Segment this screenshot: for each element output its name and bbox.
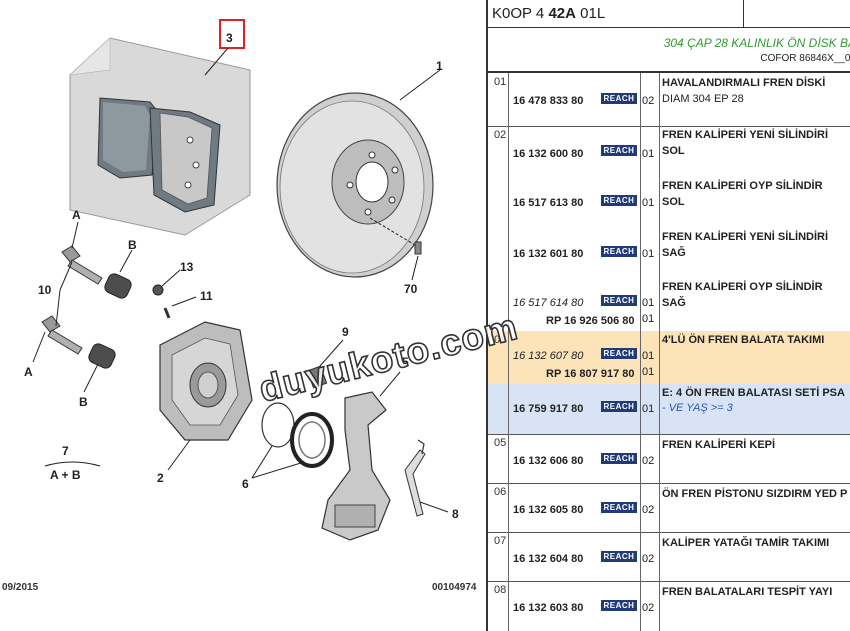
part-note: DIAM 304 EP 28 — [662, 93, 744, 105]
diagram-date: 09/2015 — [2, 582, 39, 593]
exploded-parts-diagram: 3 1 70 A B 13 11 10 9 5 A B 7 A + B 2 6 … — [2, 19, 477, 593]
quantity: 02 — [642, 95, 655, 107]
part-description: HAVALANDIRMALI FREN DİSKİ — [662, 77, 826, 89]
part-number[interactable]: 16 132 606 80 — [513, 455, 584, 467]
callout-8: 8 — [452, 507, 459, 521]
part-number[interactable]: 16 132 604 80 — [513, 553, 584, 565]
reach-badge: REACH — [601, 453, 637, 464]
part-number[interactable]: 16 132 605 80 — [513, 504, 584, 516]
reach-badge: REACH — [601, 93, 637, 104]
callout-70: 70 — [404, 282, 418, 296]
parts-table: K0OP 4 42A 01L 304 ÇAP 28 KALINLIK ÖN Dİ… — [486, 0, 850, 631]
reach-badge: REACH — [601, 195, 637, 206]
assembly-supplier: COFOR 86846X__06 — [760, 53, 850, 64]
table-row-03[interactable]: 03 16 132 607 80 REACH 01 4'LÜ ÖN FREN B… — [488, 331, 850, 385]
table-header: K0OP 4 42A 01L — [488, 0, 850, 28]
part-number[interactable]: 16 517 614 80 — [513, 297, 584, 309]
table-row-02[interactable]: 02 16 132 600 80 REACH 01 FREN KALİPERİ … — [488, 126, 850, 332]
callout-6: 6 — [242, 477, 249, 491]
table-subheader: 304 ÇAP 28 KALINLIK ÖN DİSK BA COFOR 868… — [488, 27, 850, 73]
part-number[interactable]: 16 132 603 80 — [513, 602, 584, 614]
reach-badge: REACH — [601, 348, 637, 359]
callout-a-lower: A — [24, 365, 33, 379]
catalog-code: K0OP 4 42A 01L — [492, 5, 606, 22]
part-number[interactable]: 16 132 607 80 — [513, 350, 584, 362]
reach-badge: REACH — [601, 551, 637, 562]
part-number[interactable]: 16 132 600 80 — [513, 148, 584, 160]
reach-badge: REACH — [601, 246, 637, 257]
callout-10: 10 — [38, 283, 52, 297]
callout-1: 1 — [436, 59, 443, 73]
callout-11: 11 — [200, 289, 213, 303]
reach-badge: REACH — [601, 600, 637, 611]
table-row-08[interactable]: 08 16 132 603 80 REACH 02 FREN BALATALAR… — [488, 581, 850, 631]
reach-badge: REACH — [601, 401, 637, 412]
callout-3: 3 — [226, 31, 233, 45]
table-row-05[interactable]: 05 16 132 606 80 REACH 02 FREN KALİPERİ … — [488, 434, 850, 484]
part-number[interactable]: 16 759 917 80 — [513, 403, 584, 415]
brake-disc-illustration — [276, 92, 434, 278]
highlight-box-ref-3 — [219, 19, 245, 49]
brake-assembly-drawing: 3 1 70 A B 13 11 10 9 5 A B 7 A + B 2 6 … — [24, 19, 459, 541]
callout-kit: A + B — [50, 468, 81, 482]
table-row-06[interactable]: 06 16 132 605 80 REACH 02 ÖN FREN PİSTON… — [488, 483, 850, 533]
callout-2: 2 — [157, 471, 164, 485]
callout-b-lower: B — [79, 395, 88, 409]
part-number[interactable]: 16 132 601 80 — [513, 248, 584, 260]
callout-b-upper: B — [128, 238, 137, 252]
reach-badge: REACH — [601, 502, 637, 513]
table-row-07[interactable]: 07 16 132 604 80 REACH 02 KALİPER YATAĞI… — [488, 532, 850, 582]
assembly-title: 304 ÇAP 28 KALINLIK ÖN DİSK BA — [663, 36, 850, 50]
diagram-id: 00104974 — [432, 582, 477, 593]
replacement-part-number[interactable]: RP 16 926 506 80 — [546, 315, 635, 327]
reach-badge: REACH — [601, 295, 637, 306]
caliper-bracket-illustration — [321, 391, 391, 541]
guide-pin-parts — [41, 245, 171, 369]
brake-pad-set-illustration — [69, 37, 251, 236]
reach-badge: REACH — [601, 145, 637, 156]
callout-a-upper: A — [72, 208, 81, 222]
callout-7: 7 — [62, 444, 69, 458]
table-row-03-alt[interactable]: 16 759 917 80 REACH 01 E: 4 ÖN FREN BALA… — [488, 384, 850, 435]
callout-13: 13 — [180, 260, 194, 274]
part-number[interactable]: 16 478 833 80 — [513, 95, 584, 107]
part-number[interactable]: 16 517 613 80 — [513, 197, 584, 209]
caliper-illustration — [159, 321, 253, 441]
callout-5: 5 — [402, 355, 409, 369]
replacement-part-number[interactable]: RP 16 807 917 80 — [546, 368, 635, 380]
callout-9: 9 — [342, 325, 349, 339]
table-row-01[interactable]: 01 16 478 833 80 REACH 02 HAVALANDIRMALI… — [488, 73, 850, 127]
